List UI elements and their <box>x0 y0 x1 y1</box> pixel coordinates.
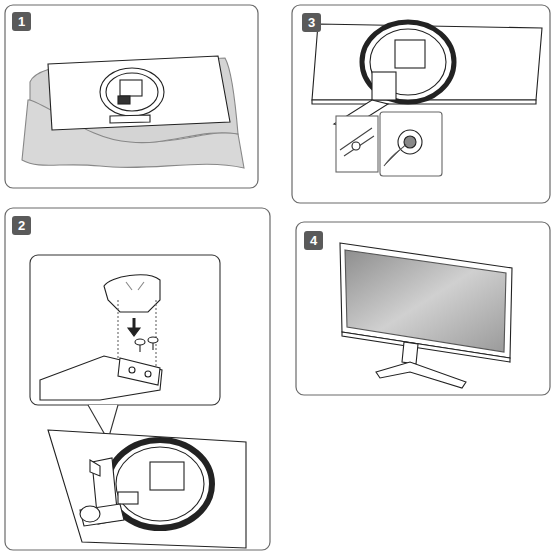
monitor-face-down <box>22 56 244 168</box>
step-number: 3 <box>308 16 315 29</box>
step-number-badge: 3 <box>302 13 321 32</box>
step-number: 4 <box>310 234 317 247</box>
step-number-badge: 2 <box>12 216 31 235</box>
neck-screw-detail <box>30 255 246 548</box>
step-number-badge: 1 <box>12 12 31 31</box>
step-number: 2 <box>18 219 25 232</box>
monitor-with-stand <box>312 22 542 176</box>
step-panel <box>5 208 270 550</box>
step-panel <box>5 5 258 188</box>
step-panel <box>296 222 550 395</box>
step-number: 1 <box>18 15 25 28</box>
step-number-badge: 4 <box>304 231 323 250</box>
step-panel <box>292 5 550 203</box>
assembled-monitor <box>340 243 512 388</box>
